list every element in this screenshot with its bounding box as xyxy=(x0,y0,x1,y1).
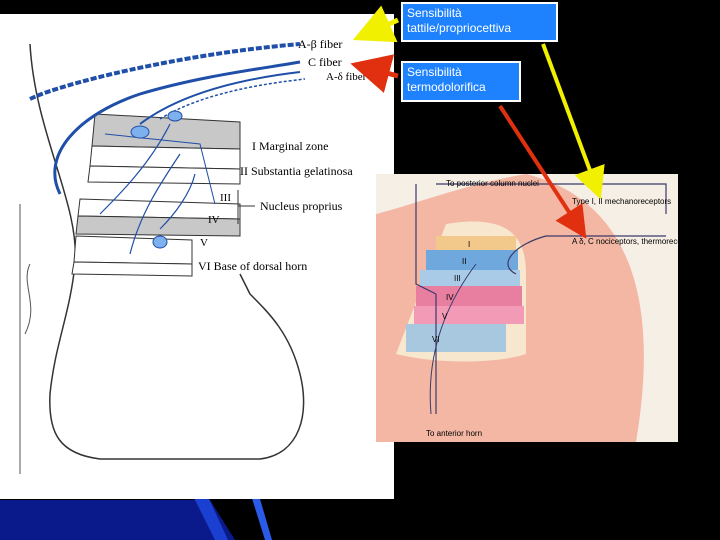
dorsal-horn-schematic: A-β fiber C fiber A-δ fiber I Marginal z… xyxy=(0,14,394,499)
lamina-band-iv xyxy=(416,286,522,306)
label-a-delta-fiber: A-δ fiber xyxy=(326,71,367,83)
label-c-fiber: C fiber xyxy=(308,55,342,69)
label-a-beta-fiber: A-β fiber xyxy=(298,37,342,51)
label-nucleus-proprius: Nucleus proprius xyxy=(260,199,343,213)
lamina-band-i xyxy=(436,236,516,250)
callout-tactile-proprioceptive: Sensibilità tattile/propriocettiva xyxy=(401,2,558,42)
label-anterior-horn: To anterior horn xyxy=(426,429,482,438)
lamina-label-iv: IV xyxy=(446,293,454,302)
laminae-svg: To posterior column nuclei To anterior h… xyxy=(376,174,678,442)
label-lamina-ii: II Substantia gelatinosa xyxy=(240,164,353,178)
label-receptors-type-1-2: Type I, II mechanoreceptors xyxy=(572,197,671,206)
callout-thermal-pain: Sensibilità termodolorifica xyxy=(401,61,521,102)
label-receptors-nociceptors: A δ, C nociceptors, thermoreceptors, mec… xyxy=(572,237,678,246)
label-lamina-iv: IV xyxy=(208,214,220,226)
schematic-svg: A-β fiber C fiber A-δ fiber I Marginal z… xyxy=(19,37,367,474)
label-lamina-vi: VI Base of dorsal horn xyxy=(198,259,307,273)
lamina-band-iii xyxy=(420,270,520,286)
lamina-label-ii: II xyxy=(462,257,466,266)
lamina-band-v xyxy=(414,306,524,324)
lamina-band-ii xyxy=(426,250,518,270)
label-lamina-v: V xyxy=(200,237,208,249)
lamina-label-vi: VI xyxy=(432,335,440,344)
label-lamina-i: I Marginal zone xyxy=(252,139,328,153)
label-lamina-iii: III xyxy=(220,192,231,204)
label-posterior-column: To posterior column nuclei xyxy=(446,179,539,188)
lamina-label-v: V xyxy=(442,312,448,321)
lamina-band-vi xyxy=(406,324,506,352)
lamina-label-iii: III xyxy=(454,274,461,283)
laminae-color-diagram: To posterior column nuclei To anterior h… xyxy=(376,174,678,442)
lamina-label-i: I xyxy=(468,240,470,249)
